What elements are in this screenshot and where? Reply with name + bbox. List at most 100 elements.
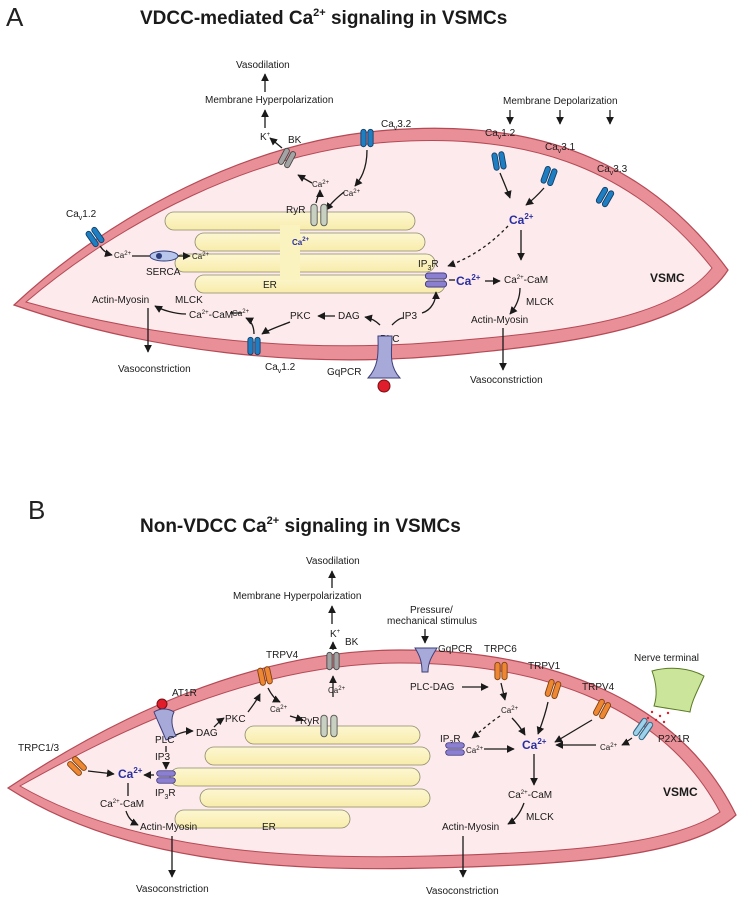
arrow-cacam-to-actin-b xyxy=(507,802,525,825)
bk-label-b: BK xyxy=(345,637,359,648)
arrow-pkc-to-cav12-a xyxy=(261,321,291,335)
ip3-label-b: IP3 xyxy=(155,752,170,763)
panel-a-title: VDCC-mediated Ca2+ signaling in VSMCs xyxy=(140,7,507,29)
gqpcr-receptor-b xyxy=(414,647,438,673)
ca-left-a: Ca2+ xyxy=(114,251,132,260)
arrow-pkc-to-trpv4-b xyxy=(247,693,261,713)
ca-trpc6-b: Ca2+ xyxy=(501,706,519,715)
er-label-b: ER xyxy=(262,822,276,833)
trpv1-label-b: TRPV1 xyxy=(528,661,561,672)
mlck-right-a: MLCK xyxy=(526,297,554,308)
ca-ip3r-b: Ca2+ xyxy=(466,746,484,755)
serca-pump-a xyxy=(149,250,179,262)
ca-cam-left-b: Ca2+-CaM xyxy=(100,799,144,810)
arrow-cav12-bottom-to-ca-a xyxy=(245,317,255,335)
panel-b: B Non-VDCC Ca2+ signaling in VSMCs ER Va… xyxy=(6,495,737,897)
arrow-trpv4-to-ca-b xyxy=(267,687,281,703)
vasoconstriction-left-b: Vasoconstriction xyxy=(136,884,209,895)
arrow-cav31-to-ca-a xyxy=(525,187,545,206)
ca-near-bk-a: Ca2+ xyxy=(312,180,330,189)
panel-b-letter: B xyxy=(28,495,45,525)
membrane-hyperpolarization-label-a: Membrane Hyperpolarization xyxy=(205,95,333,106)
gqpcr-label-a: GqPCR xyxy=(327,367,361,378)
panel-b-title: Non-VDCC Ca2+ signaling in VSMCs xyxy=(140,515,461,537)
vasodilation-label-a: Vasodilation xyxy=(236,60,290,71)
arrow-cacam-to-actin-left-b xyxy=(125,810,139,826)
mlck-left-a: MLCK xyxy=(175,295,203,306)
ca-cav32-a: Ca2+ xyxy=(343,189,361,198)
arrow-trpc6-to-ca-b xyxy=(499,682,508,701)
arrow-cav32-to-ca-a xyxy=(354,149,368,187)
vasoconstriction-left-a: Vasoconstriction xyxy=(118,364,191,375)
membrane-depolarization-label-a: Membrane Depolarization xyxy=(503,96,618,107)
trpv4-right-label-b: TRPV4 xyxy=(582,682,615,693)
cav1-2-bottom-label-a: Cav1.2 xyxy=(265,362,296,375)
dag-label-a: DAG xyxy=(338,311,360,322)
arrow-trpv1-to-ca-b xyxy=(536,701,549,735)
actin-myosin-right-a: Actin-Myosin xyxy=(471,315,528,326)
actin-myosin-left-b: Actin-Myosin xyxy=(140,822,197,833)
arrow-cacam-to-actin-left-a xyxy=(154,305,187,315)
arrow-ca-trpc6-to-ca-center-b xyxy=(511,717,526,736)
p2x1r-label-b: P2X1R xyxy=(658,734,690,745)
ryr-label-a: RyR xyxy=(286,205,305,216)
cav3-3-label-a: Cav3.3 xyxy=(597,164,628,177)
arrow-plc-to-dag-b xyxy=(175,727,194,736)
bk-label-a: BK xyxy=(288,135,302,146)
at1r-label-b: AT1R xyxy=(172,688,197,699)
gqpcr-label-b: GqPCR xyxy=(438,644,472,655)
gqpcr-receptor-a xyxy=(366,335,402,379)
ca-left-b: Ca2+ xyxy=(118,766,143,781)
arrow-p2x1r-to-ca-b xyxy=(621,737,633,746)
arrow-bk-to-k-a xyxy=(269,137,283,149)
pkc-label-b: PKC xyxy=(225,714,246,725)
arrow-cacam-to-actin-a xyxy=(509,287,521,315)
vsmc-label-a: VSMC xyxy=(650,271,685,285)
ca-trpv4-top-b: Ca2+ xyxy=(270,705,288,714)
ca-cam-right-a: Ca2+-CaM xyxy=(504,275,548,286)
serca-atp-a xyxy=(156,253,162,259)
arrow-ca-to-ryr-b xyxy=(289,714,304,722)
actin-myosin-left-a: Actin-Myosin xyxy=(92,295,149,306)
endoplasmic-reticulum-b xyxy=(169,725,431,829)
ligand-a xyxy=(377,379,391,393)
ip3r-left-label-b: IP3R xyxy=(155,788,176,801)
vasoconstriction-right-b: Vasoconstriction xyxy=(426,886,499,897)
trpc13-label-b: TRPC1/3 xyxy=(18,743,60,754)
p2x1r-channel-overlay-b xyxy=(632,717,654,741)
line-plc-to-ip3-a xyxy=(391,317,404,326)
membrane-hyperpolarization-label-b: Membrane Hyperpolarization xyxy=(233,591,361,602)
er-ca-a: Ca2+ xyxy=(292,237,310,247)
ca-cam-left-a: Ca2+-CaM xyxy=(189,310,233,321)
arrow-trpv4-right-to-ca-b xyxy=(554,719,593,743)
cav3-1-label-a: Cav3.1 xyxy=(545,142,576,155)
er-label-a: ER xyxy=(263,280,277,291)
k-label-b: K+ xyxy=(330,629,341,640)
mlck-right-b: MLCK xyxy=(526,812,554,823)
vasoconstriction-right-a: Vasoconstriction xyxy=(470,375,543,386)
serca-label-a: SERCA xyxy=(146,267,181,278)
plc-label-b: PLC xyxy=(155,735,174,746)
ca-ip3r-a: Ca2+ xyxy=(456,273,481,288)
dag-label-b: DAG xyxy=(196,728,218,739)
actin-myosin-right-b: Actin-Myosin xyxy=(442,822,499,833)
ligand-at1r-b xyxy=(156,698,168,710)
arrow-trpc13-to-ca-b xyxy=(87,769,115,778)
endoplasmic-reticulum-a xyxy=(164,211,446,294)
pressure-label-b: Pressure/ xyxy=(410,605,453,616)
arrow-ryr-to-ca-a xyxy=(315,189,324,204)
cav1-2-top-label-a: Cav1.2 xyxy=(485,128,516,141)
ryr-label-b: RyR xyxy=(300,716,319,727)
arrow-ca-to-bk-a xyxy=(297,174,313,184)
k-label-a: K+ xyxy=(260,132,271,143)
panel-a: A VDCC-mediated Ca2+ signaling in VSMCs … xyxy=(6,2,729,393)
arrow-cav12-top-to-ca-a xyxy=(499,172,512,199)
at1r-receptor-b xyxy=(153,708,177,741)
ca-right-a: Ca2+ xyxy=(509,212,534,227)
ip3r-label-a: IP3R xyxy=(418,259,439,272)
ca-serca-a: Ca2+ xyxy=(192,252,210,261)
pkc-label-a: PKC xyxy=(290,311,311,322)
nerve-terminal-b xyxy=(651,667,705,713)
trpc6-label-b: TRPC6 xyxy=(484,644,517,655)
